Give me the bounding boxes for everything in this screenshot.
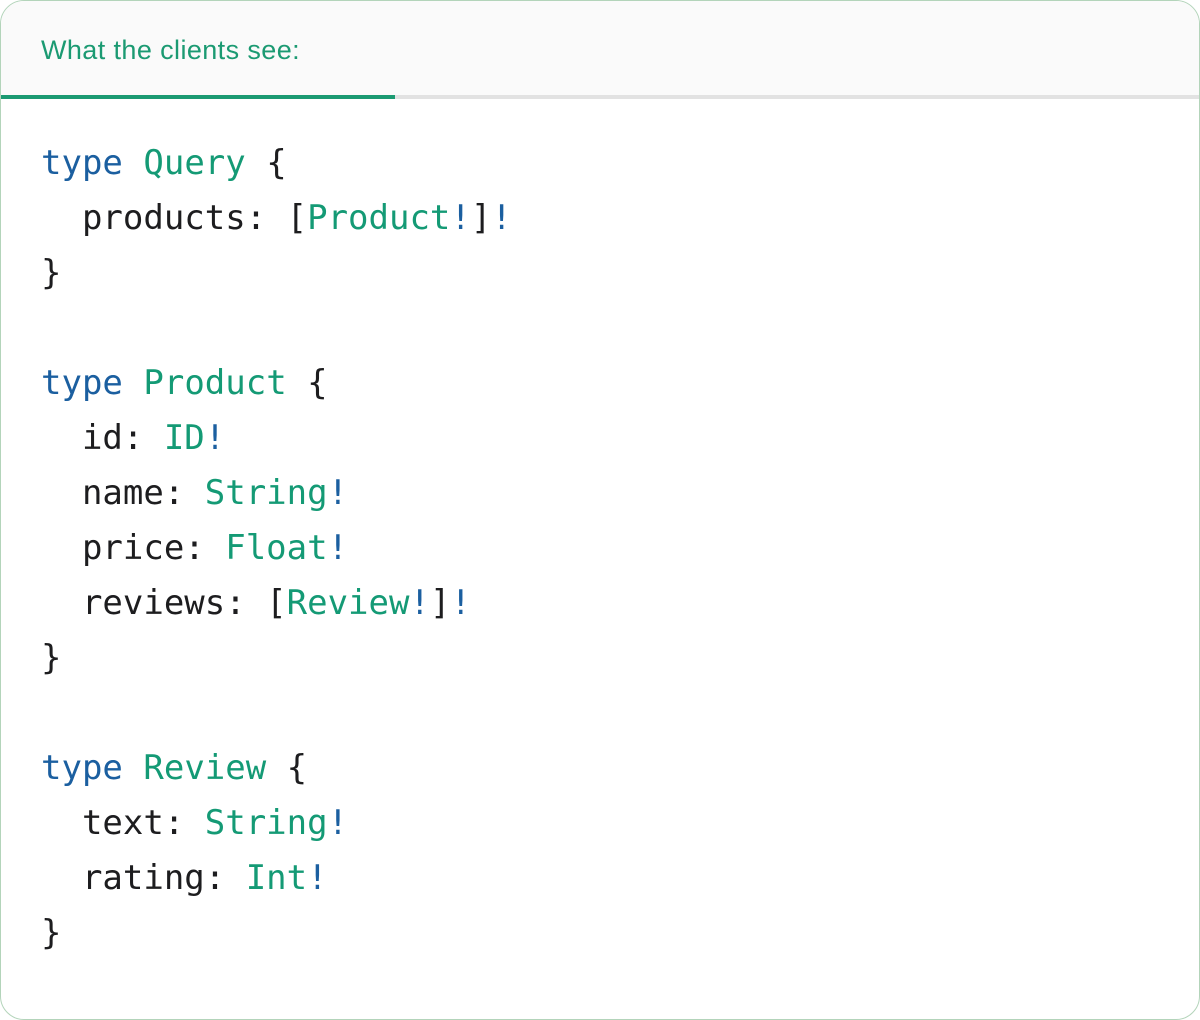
code-line: name: String! [41, 473, 349, 513]
code-line: rating: Int! [41, 858, 328, 898]
code-line [41, 686, 1159, 741]
code-line: price: Float! [41, 528, 349, 568]
code-line: } [41, 253, 62, 293]
code-line [41, 301, 1159, 356]
tab-label: What the clients see: [41, 34, 301, 65]
code-line: type Review { [41, 748, 308, 788]
tab-what-clients-see[interactable]: What the clients see: [1, 1, 395, 99]
code-line: id: ID! [41, 418, 226, 458]
tab-bar: What the clients see: [1, 1, 1199, 99]
tab-bar-divider [1, 95, 1199, 99]
code-block: type Query { products: [Product!]!} type … [1, 99, 1199, 961]
code-line: reviews: [Review!]! [41, 583, 471, 623]
active-tab-indicator [1, 95, 395, 99]
code-line: type Query { [41, 143, 287, 183]
code-line: text: String! [41, 803, 349, 843]
code-line: } [41, 638, 62, 678]
code-line: } [41, 913, 62, 953]
code-line: type Product { [41, 363, 328, 403]
code-line: products: [Product!]! [41, 198, 512, 238]
